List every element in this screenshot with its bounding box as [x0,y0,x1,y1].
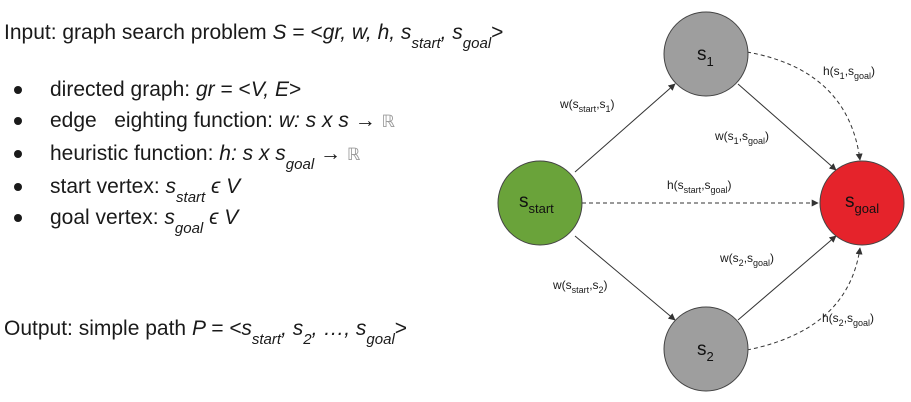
label-h-s1-goal: h(s1,sgoal) [823,64,875,81]
output-sub3: goal [366,331,395,348]
b5-label: goal vertex: [50,206,165,229]
output-close: > [394,317,408,340]
input-s: S [272,21,287,44]
output-sub1: start [251,331,282,348]
edge-start-s2 [574,235,676,321]
edge-start-s1 [574,83,676,173]
input-prefix: Input: graph search problem [4,21,273,44]
edge-s1-goal [737,83,837,171]
label-w-start-s1: w(sstart,s1) [559,97,615,114]
node-s1-label: s1 [697,44,714,69]
input-args: gr, w, h, s [322,21,412,44]
bullet-dot-2 [14,117,22,125]
b1-math: gr [195,78,215,101]
b5-sub: goal [174,220,204,237]
b1-ve: V, E [250,78,289,101]
input-eq: = < [286,21,323,44]
output-mid2: , …, s [311,317,367,340]
bullet-heuristic: heuristic function: h: s x sgoal → ℝ [50,142,361,172]
node-sgoal [819,160,905,246]
b5-rest: ϵ V [203,206,239,229]
node-s2-label: s2 [697,339,714,364]
input-close: > [491,21,504,44]
label-h-start-goal: h(sstart,sgoal) [667,178,732,195]
bullet-start-vertex: start vertex: sstart ϵ V [50,175,241,205]
edge-s2-goal [737,235,837,321]
label-w-s1-goal: w(s1,sgoal) [714,129,769,146]
b2-label: edge eighting function: [50,109,279,132]
node-s1 [663,11,749,97]
b1-label: directed graph: [50,78,196,101]
b4-s: s [165,175,177,198]
output-eq: = <s [205,317,252,340]
bullet-dot-3 [14,150,22,158]
bullet-edge-weighting: edge eighting function: w: s x s → ℝ [50,110,395,131]
output-sub2: 2 [303,331,312,348]
b3-math: h: s x s [219,142,286,165]
node-sstart [497,160,583,246]
label-w-s2-goal: w(s2,sgoal) [719,251,774,268]
output-line: Output: simple path P = <sstart, s2, …, … [4,317,408,347]
bullet-goal-vertex: goal vertex: sgoal ϵ V [50,206,239,236]
input-goal-sub: goal [462,35,492,52]
output-p: P [191,317,206,340]
label-w-start-s2: w(sstart,s2) [552,278,608,295]
input-comma: , s [440,21,463,44]
b4-rest: ϵ V [205,175,241,198]
real-numbers-icon: ℝ [346,145,361,165]
b3-label: heuristic function: [50,142,220,165]
bullet-dot-1 [14,86,22,94]
b2-math: w: s x s [278,109,349,132]
output-prefix: Output: simple path [4,317,192,340]
b3-sub: goal [285,156,315,173]
input-start-sub: start [411,35,441,52]
b4-sub: start [176,189,206,206]
edge-h-s2-goal [746,247,863,351]
input-line: Input: graph search problem S = <gr, w, … [4,21,504,51]
node-sstart-label: sstart [519,191,554,216]
node-s2 [663,306,749,392]
label-h-s2-goal: h(s2,sgoal) [822,311,874,328]
b1-rest: = < [214,78,251,101]
b2-arrow: → [348,109,382,132]
b5-s: s [164,206,175,229]
edge-h-s1-goal [746,51,863,161]
b1-close: > [288,78,302,101]
output-mid1: , s [281,317,304,340]
bullet-dot-4 [14,183,22,191]
bullet-dot-5 [14,214,22,222]
bullet-directed-graph: directed graph: gr = <V, E> [50,79,301,100]
real-numbers-icon: ℝ [381,112,395,132]
b4-label: start vertex: [50,175,166,198]
node-sgoal-label: sgoal [845,191,879,216]
b3-arrow: → [314,142,347,165]
